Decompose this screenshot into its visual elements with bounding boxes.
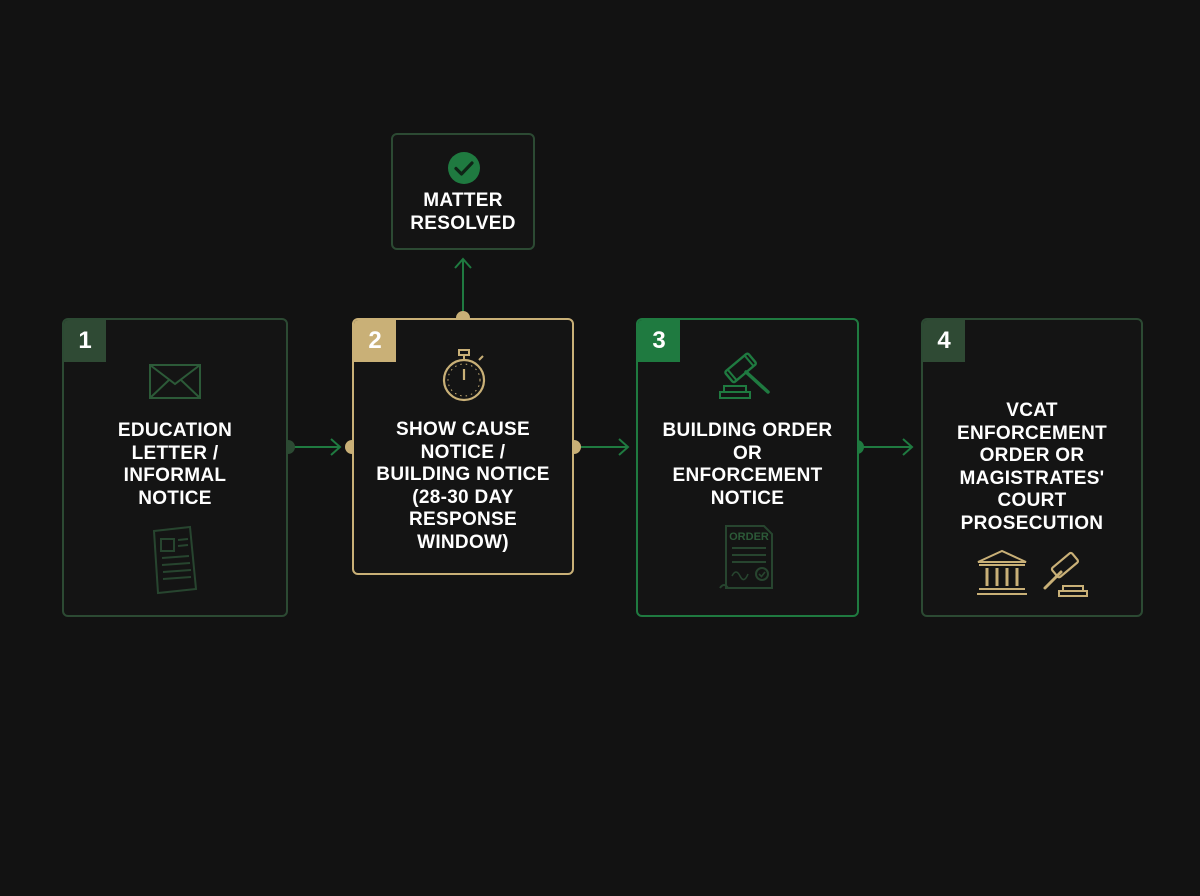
envelope-icon <box>149 364 201 399</box>
step-number: 4 <box>923 320 965 362</box>
step-number: 3 <box>638 320 680 362</box>
resolved-label: MATTER RESOLVED <box>410 190 516 234</box>
step-2-label: SHOW CAUSE NOTICE / BUILDING NOTICE (28-… <box>376 419 550 553</box>
connector-2-resolved <box>454 257 472 325</box>
courthouse-icon <box>977 549 1027 595</box>
step-4-label: VCAT ENFORCEMENT ORDER OR MAGISTRATES' C… <box>956 400 1108 534</box>
connector-2-3 <box>567 438 630 456</box>
connector-3-4 <box>850 438 914 456</box>
step-1-label: EDUCATION LETTER / INFORMAL NOTICE <box>117 420 233 509</box>
check-circle-icon <box>448 152 480 184</box>
gavel-icon <box>1043 551 1088 597</box>
step-number: 2 <box>354 320 396 362</box>
stopwatch-icon <box>442 349 486 402</box>
order-document-icon: ORDER <box>719 525 773 589</box>
gavel-icon <box>719 352 770 399</box>
step-4-card: 4 VCAT ENFORCEMENT ORDER OR MAGISTRATES'… <box>921 318 1143 617</box>
step-3-card: 3 BUILDING ORDER OR ENFORCEMENT NOTICE O… <box>636 318 859 617</box>
newspaper-icon <box>152 525 198 595</box>
matter-resolved-box: MATTER RESOLVED <box>391 133 535 250</box>
step-number: 1 <box>64 320 106 362</box>
connector-1-2 <box>281 438 359 456</box>
step-1-card: 1 EDUCATION LETTER / INFORMAL NOTICE <box>62 318 288 617</box>
step-3-label: BUILDING ORDER OR ENFORCEMENT NOTICE <box>662 420 833 509</box>
order-text: ORDER <box>729 531 769 543</box>
step-2-card: 2 SHOW CAUSE NOTICE / BUILDING NOTICE (2… <box>352 318 574 575</box>
